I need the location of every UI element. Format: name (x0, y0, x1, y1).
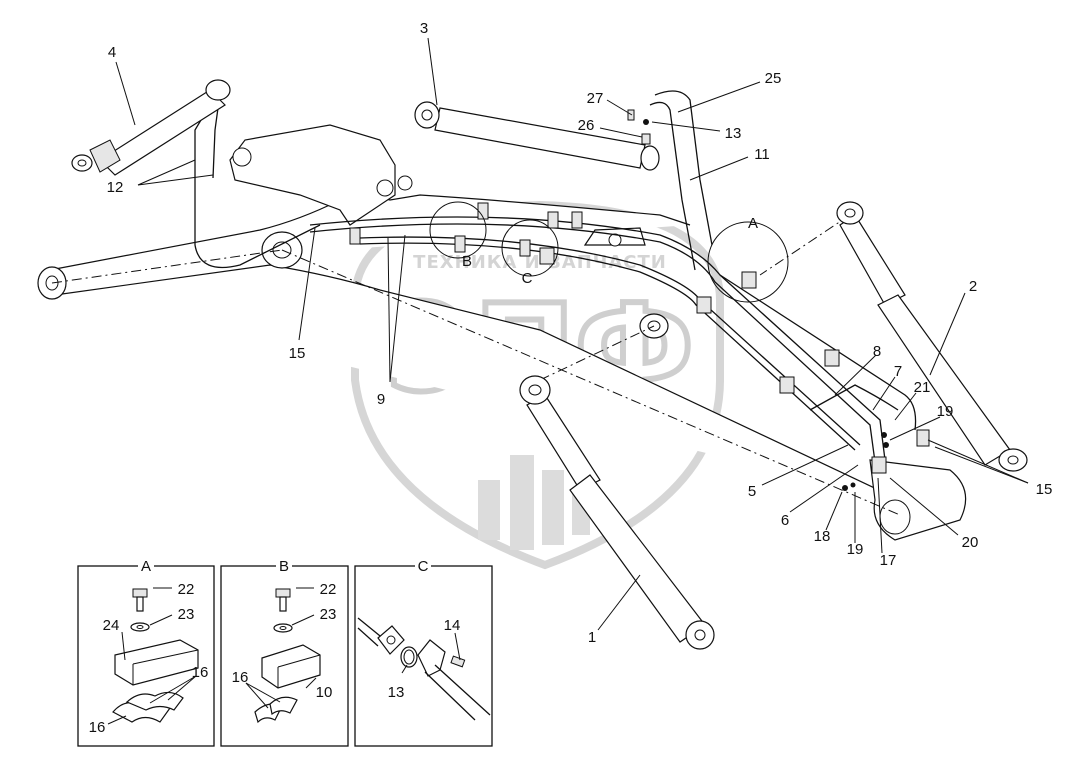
callout-27: 27 (587, 90, 604, 107)
callout-25: 25 (765, 70, 782, 87)
detail-c-13: 13 (388, 684, 405, 701)
callout-11: 11 (754, 146, 770, 163)
callout-26: 26 (578, 117, 595, 134)
detail-a-24: 24 (103, 617, 120, 634)
cylinder-4 (71, 79, 231, 176)
hydraulic-lines (194, 90, 930, 491)
callout-5: 5 (748, 483, 756, 500)
detail-circle-a (707, 221, 789, 303)
callout-1: 1 (588, 629, 596, 646)
callout-20: 20 (962, 534, 979, 551)
callout-19-top: 19 (937, 403, 954, 420)
detail-c-title: C (418, 558, 429, 575)
detail-b-16: 16 (232, 669, 249, 686)
detail-a-22: 22 (178, 581, 195, 598)
callout-15-right: 15 (1036, 481, 1053, 498)
callout-19-bottom: 19 (847, 541, 864, 558)
detail-a-title: A (141, 558, 151, 575)
detail-b-22: 22 (320, 581, 337, 598)
boom-arm-upper (49, 189, 691, 271)
detail-circle-b (429, 201, 487, 259)
cylinder-1 (519, 375, 715, 650)
detail-view-c: C 14 13 (354, 558, 493, 747)
boom-bracket (229, 124, 396, 226)
callout-21: 21 (914, 379, 931, 396)
callout-4: 4 (108, 44, 116, 61)
hose-11 (654, 90, 713, 246)
callout-15-left: 15 (289, 345, 306, 362)
view-c-marker: C (522, 270, 533, 287)
cylinder-2 (836, 201, 1028, 472)
callout-labels: 4 3 25 27 26 13 11 12 15 9 2 8 7 21 19 5… (107, 20, 1053, 646)
hose-12 (194, 104, 321, 269)
detail-markers (429, 201, 789, 303)
callout-13-top: 13 (725, 125, 742, 142)
leader-lines (115, 37, 1029, 631)
callout-3: 3 (420, 20, 428, 37)
detail-c-14: 14 (444, 617, 461, 634)
detail-view-b: B 22 23 10 16 (220, 558, 349, 747)
boom (37, 124, 967, 541)
detail-circle-c (501, 219, 559, 277)
view-a-marker: A (748, 215, 758, 232)
detail-b-10: 10 (316, 684, 333, 701)
view-b-marker: B (462, 253, 472, 270)
callout-7: 7 (894, 363, 902, 380)
callout-17: 17 (880, 552, 897, 569)
callout-12: 12 (107, 179, 124, 196)
callout-6: 6 (781, 512, 789, 529)
detail-a-16-right: 16 (192, 664, 209, 681)
center-lines (51, 214, 901, 516)
callout-8: 8 (873, 343, 881, 360)
callout-18: 18 (814, 528, 831, 545)
callout-9: 9 (377, 391, 385, 408)
detail-view-a: A 22 23 24 16 16 (77, 558, 215, 747)
callout-2: 2 (969, 278, 977, 295)
detail-a-16-left: 16 (89, 719, 106, 736)
detail-b-title: B (279, 558, 289, 575)
detail-b-23: 23 (320, 606, 337, 623)
hose-clamps (349, 202, 930, 474)
detail-a-23: 23 (178, 606, 195, 623)
cylinder-3 (414, 101, 660, 171)
